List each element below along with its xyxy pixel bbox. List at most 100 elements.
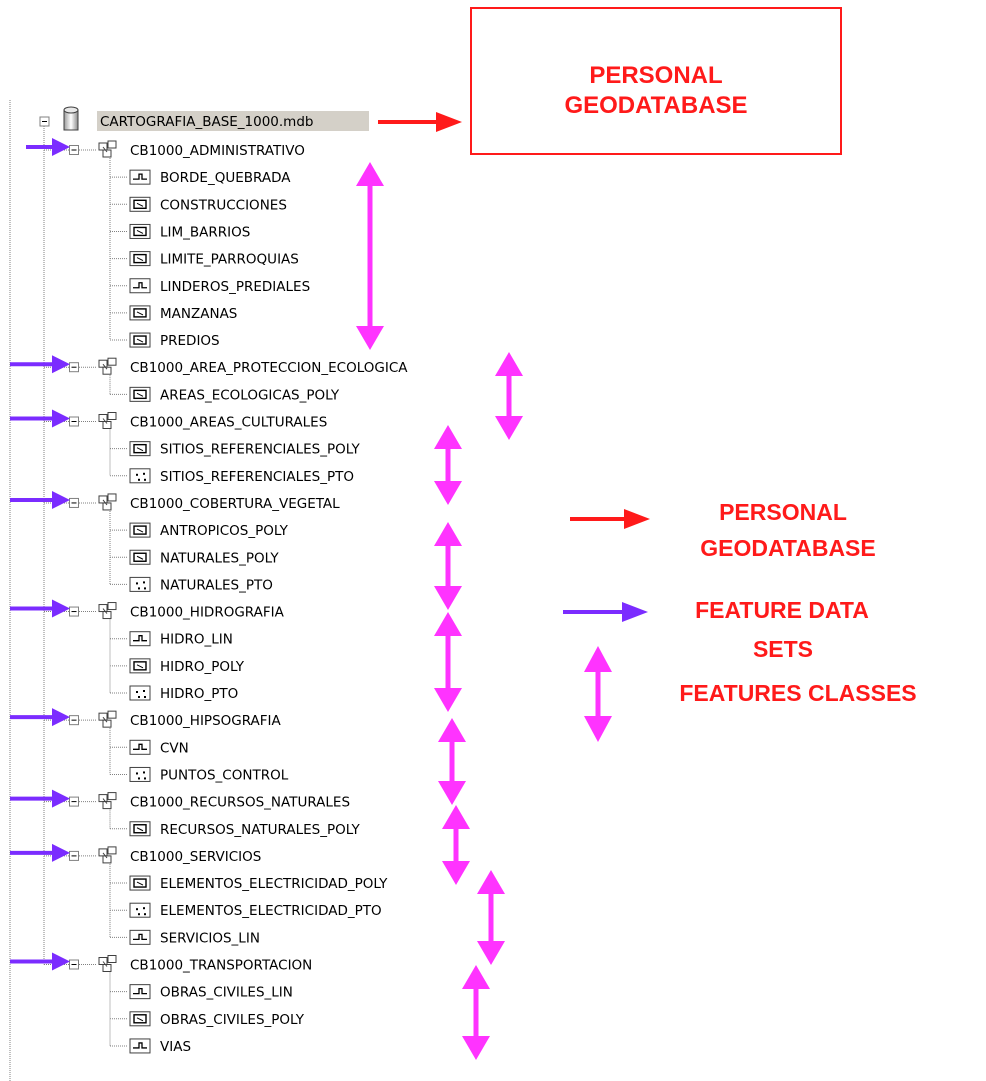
dataset-label: CB1000_HIPSOGRAFIA — [130, 713, 282, 729]
polygon-feature-class-icon — [129, 1011, 151, 1027]
tree-dataset-node[interactable]: CB1000_ADMINISTRATIVO — [69, 140, 305, 159]
collapse-toggle-icon[interactable] — [69, 606, 79, 617]
tree-dataset-node[interactable]: CB1000_AREAS_CULTURALES — [69, 412, 328, 431]
tree-feature-class-node[interactable]: NATURALES_POLY — [129, 549, 279, 566]
collapse-toggle-icon[interactable] — [69, 715, 79, 726]
feature-class-label: ELEMENTOS_ELECTRICIDAD_PTO — [160, 903, 382, 919]
tree-feature-class-node[interactable]: HIDRO_PTO — [129, 685, 238, 702]
tree-feature-class-node[interactable]: PUNTOS_CONTROL — [129, 766, 289, 783]
tree-feature-class-node[interactable]: PREDIOS — [129, 332, 220, 349]
tree-dataset-node[interactable]: CB1000_HIPSOGRAFIA — [69, 710, 282, 729]
tree-dataset-node[interactable]: CB1000_HIDROGRAFIA — [69, 602, 285, 621]
feature-class-label: SERVICIOS_LIN — [160, 930, 260, 946]
feature-dataset-icon — [98, 792, 117, 810]
feature-class-label: RECURSOS_NATURALES_POLY — [160, 822, 360, 838]
tree-dataset-node[interactable]: CB1000_TRANSPORTACION — [69, 955, 313, 974]
dataset-label: CB1000_AREA_PROTECCION_ECOLOGICA — [130, 360, 408, 376]
polygon-feature-class-icon — [129, 875, 151, 891]
tree-feature-class-node[interactable]: NATURALES_PTO — [129, 576, 273, 593]
feature-class-label: SITIOS_REFERENCIALES_PTO — [160, 469, 354, 485]
feature-dataset-icon — [98, 710, 117, 728]
feature-class-label: BORDE_QUEBRADA — [160, 170, 291, 186]
tree-dataset-node[interactable]: CB1000_SERVICIOS — [69, 846, 262, 865]
collapse-toggle-icon[interactable] — [69, 796, 79, 807]
feature-class-label: CONSTRUCCIONES — [160, 197, 287, 213]
tree-feature-class-node[interactable]: OBRAS_CIVILES_POLY — [129, 1011, 305, 1028]
line-feature-class-icon — [129, 169, 151, 185]
tree-feature-class-node[interactable]: VIAS — [129, 1038, 191, 1055]
collapse-toggle-icon[interactable] — [69, 850, 79, 861]
tree-feature-class-node[interactable]: CVN — [129, 739, 189, 756]
tree-feature-class-node[interactable]: ELEMENTOS_ELECTRICIDAD_PTO — [129, 902, 382, 919]
callout-line-2: GEODATABASE — [564, 92, 747, 119]
tree-feature-class-node[interactable]: AREAS_ECOLOGICAS_POLY — [129, 386, 340, 403]
tree-dataset-node[interactable]: CB1000_AREA_PROTECCION_ECOLOGICA — [69, 357, 409, 376]
feature-dataset-icon — [98, 357, 117, 375]
purple-arrow — [10, 599, 70, 618]
feature-class-label: HIDRO_POLY — [160, 659, 245, 675]
magenta-double-arrow — [495, 352, 523, 440]
feature-class-label: LIMITE_PARROQUIAS — [160, 252, 299, 268]
point-feature-class-icon — [129, 576, 151, 592]
feature-class-label: SITIOS_REFERENCIALES_POLY — [160, 442, 360, 458]
database-icon — [63, 106, 79, 131]
collapse-toggle-icon[interactable] — [69, 145, 79, 155]
line-feature-class-icon — [129, 1038, 151, 1054]
tree-feature-class-node[interactable]: LINDEROS_PREDIALES — [129, 278, 310, 295]
collapse-toggle-icon[interactable] — [69, 416, 79, 427]
feature-dataset-icon — [98, 140, 117, 158]
feature-class-label: NATURALES_POLY — [160, 550, 279, 566]
purple-arrow — [10, 355, 70, 374]
collapse-toggle-icon[interactable] — [69, 497, 79, 508]
feature-dataset-icon — [98, 412, 117, 429]
purple-arrow — [10, 409, 70, 428]
legend-red-arrow — [570, 509, 650, 529]
polygon-feature-class-icon — [129, 251, 151, 267]
feature-class-label: PREDIOS — [160, 333, 220, 349]
feature-class-label: LIM_BARRIOS — [160, 224, 250, 240]
tree-dataset-node[interactable]: CB1000_RECURSOS_NATURALES — [69, 792, 351, 811]
tree-feature-class-node[interactable]: SERVICIOS_LIN — [129, 929, 260, 946]
feature-dataset-icon — [98, 602, 117, 620]
feature-class-label: MANZANAS — [160, 306, 237, 322]
point-feature-class-icon — [129, 766, 151, 782]
root-selection-highlight — [97, 111, 369, 131]
tree-dataset-node[interactable]: CB1000_COBERTURA_VEGETAL — [69, 493, 341, 512]
purple-arrow — [10, 490, 70, 509]
personal-geodatabase-callout: PERSONAL GEODATABASE — [470, 7, 842, 155]
polygon-feature-class-icon — [129, 821, 151, 837]
feature-class-label: PUNTOS_CONTROL — [160, 767, 289, 783]
tree-feature-class-node[interactable]: HIDRO_LIN — [129, 631, 233, 648]
point-feature-class-icon — [129, 468, 151, 484]
tree-feature-class-node[interactable]: ELEMENTOS_ELECTRICIDAD_POLY — [129, 875, 388, 892]
tree-connector-lines — [43, 126, 128, 1047]
feature-dataset-icon — [98, 955, 117, 972]
purple-arrow — [10, 708, 70, 727]
tree-root-node[interactable]: CARTOGRAFIA_BASE_1000.mdb — [39, 106, 369, 131]
collapse-toggle-icon[interactable] — [69, 959, 79, 970]
tree-feature-class-node[interactable]: SITIOS_REFERENCIALES_POLY — [129, 441, 360, 458]
polygon-feature-class-icon — [129, 196, 151, 212]
tree-feature-class-node[interactable]: HIDRO_POLY — [129, 658, 245, 675]
tree-feature-class-node[interactable]: ANTROPICOS_POLY — [129, 522, 289, 539]
tree-feature-class-node[interactable]: CONSTRUCCIONES — [129, 196, 287, 213]
collapse-toggle-icon[interactable] — [69, 362, 79, 373]
line-feature-class-icon — [129, 984, 151, 1000]
tree-feature-class-node[interactable]: LIM_BARRIOS — [129, 223, 250, 240]
tree-feature-class-node[interactable]: MANZANAS — [129, 305, 237, 322]
tree-feature-class-node[interactable]: SITIOS_REFERENCIALES_PTO — [129, 468, 354, 485]
tree-feature-class-node[interactable]: OBRAS_CIVILES_LIN — [129, 984, 293, 1001]
red-arrow-root — [378, 112, 462, 132]
polygon-feature-class-icon — [129, 332, 151, 348]
tree-feature-class-node[interactable]: LIMITE_PARROQUIAS — [129, 251, 299, 268]
line-feature-class-icon — [129, 278, 151, 294]
legend-personal-line-2: GEODATABASE — [700, 535, 876, 561]
polygon-feature-class-icon — [129, 549, 151, 565]
polygon-feature-class-icon — [129, 305, 151, 321]
dataset-label: CB1000_ADMINISTRATIVO — [130, 143, 305, 159]
feature-dataset-arrows — [10, 138, 70, 971]
callout-line-1: PERSONAL — [589, 62, 722, 89]
tree-feature-class-node[interactable]: BORDE_QUEBRADA — [129, 169, 291, 186]
tree-feature-class-node[interactable]: RECURSOS_NATURALES_POLY — [129, 821, 360, 838]
feature-class-label: LINDEROS_PREDIALES — [160, 279, 310, 295]
